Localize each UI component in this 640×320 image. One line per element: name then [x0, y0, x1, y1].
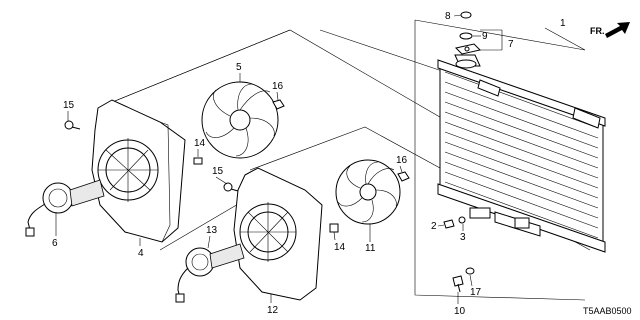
callout-5: 5 — [236, 62, 242, 73]
nut-16-upper[interactable] — [272, 99, 285, 110]
cap-seal — [459, 32, 473, 40]
callout-3: 3 — [460, 232, 466, 243]
arrow-icon — [605, 22, 630, 38]
bolt-15-upper[interactable] — [64, 120, 81, 130]
callout-10: 10 — [454, 306, 466, 317]
callout-4: 4 — [138, 248, 144, 259]
callout-13: 13 — [206, 225, 218, 236]
callout-16-lower: 16 — [396, 155, 408, 166]
drain-plug — [443, 219, 455, 229]
lower-bolt — [452, 275, 464, 287]
callout-6: 6 — [52, 238, 58, 249]
bolt-15-lower[interactable] — [223, 182, 239, 192]
fan-main[interactable] — [201, 81, 279, 159]
callout-2: 2 — [431, 221, 437, 232]
callout-17: 17 — [470, 287, 482, 298]
callout-16-upper: 16 — [272, 81, 284, 92]
bolt-14-lower[interactable] — [329, 223, 339, 233]
front-direction-arrow: FR. — [590, 22, 630, 38]
cap-washer — [460, 11, 472, 19]
callout-15-lower: 15 — [212, 166, 224, 177]
callout-14-upper: 14 — [194, 138, 206, 149]
radiator[interactable] — [437, 54, 606, 253]
bolt-14-upper[interactable] — [193, 157, 203, 165]
callout-7: 7 — [508, 39, 514, 50]
callout-8: 8 — [445, 11, 451, 22]
callout-9: 9 — [482, 31, 488, 42]
fan-shroud-main[interactable] — [91, 99, 186, 243]
callout-11: 11 — [365, 243, 376, 254]
fan-motor-main[interactable] — [25, 179, 105, 237]
lower-fasteners[interactable] — [452, 267, 475, 293]
radiator-cap-parts[interactable] — [455, 11, 481, 55]
fan-shroud-sub[interactable] — [233, 167, 323, 301]
diagram-code: T5AAB0500 — [583, 306, 632, 316]
callout-labels: 1 2 3 4 5 6 7 8 9 10 11 12 13 14 14 15 1… — [52, 11, 566, 317]
callout-leaders — [55, 14, 503, 304]
drain-parts[interactable] — [443, 216, 466, 229]
drain-o-ring — [458, 216, 466, 224]
callout-14-lower: 14 — [334, 242, 346, 253]
grommet — [465, 267, 475, 275]
callout-15-upper: 15 — [63, 100, 75, 111]
nut-16-lower[interactable] — [397, 171, 410, 182]
callout-12: 12 — [267, 305, 279, 316]
fan-motor-sub[interactable] — [175, 243, 245, 303]
callout-1: 1 — [560, 18, 566, 29]
direction-label: FR. — [590, 26, 605, 36]
fan-sub[interactable] — [335, 159, 401, 225]
